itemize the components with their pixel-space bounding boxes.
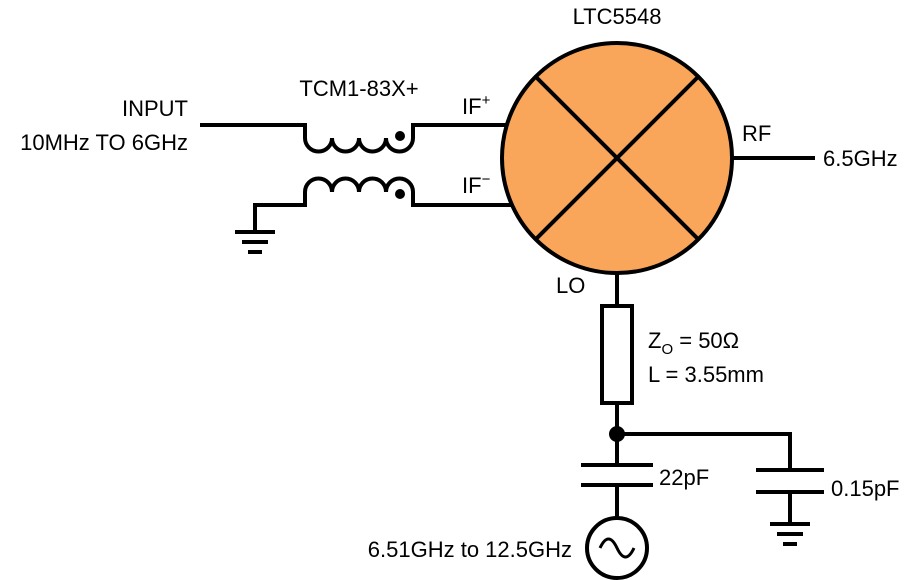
input-label: INPUT: [122, 96, 188, 121]
series-capacitor: [581, 463, 653, 487]
rf-port-label: RF: [742, 121, 771, 146]
lo-source-label: 6.51GHz to 12.5GHz: [368, 537, 572, 562]
if-plus-label: IF+: [462, 92, 491, 119]
mixer-symbol: [500, 41, 734, 275]
length-label: L = 3.55mm: [648, 362, 764, 387]
impedance-label: ZO = 50Ω: [648, 328, 739, 358]
mixer-part-label: LTC5548: [573, 4, 662, 29]
transformer-primary-winding: [303, 123, 415, 154]
lo-source: [585, 516, 649, 580]
transformer-secondary-winding: [303, 176, 415, 207]
shunt-capacitor: [756, 468, 824, 494]
shunt-cap-label: 0.15pF: [831, 476, 900, 501]
ground-icon: [235, 230, 275, 254]
rf-output-freq-label: 6.5GHz: [823, 146, 898, 171]
if-minus-label: IF−: [462, 171, 491, 198]
primary-dot-icon: [395, 131, 405, 141]
ground-icon: [770, 522, 810, 546]
transformer-part-label: TCM1-83X+: [299, 76, 418, 101]
secondary-dot-icon: [395, 189, 405, 199]
transformer-ground: [235, 203, 307, 254]
shunt-wire: [615, 432, 792, 472]
ac-source-sine-icon: [598, 537, 636, 559]
transmission-line: [600, 304, 634, 405]
input-freq-label: 10MHz TO 6GHz: [20, 130, 188, 155]
lo-port-label: LO: [556, 273, 585, 298]
mixer-cross-b: [533, 74, 701, 242]
series-cap-label: 22pF: [659, 465, 709, 490]
